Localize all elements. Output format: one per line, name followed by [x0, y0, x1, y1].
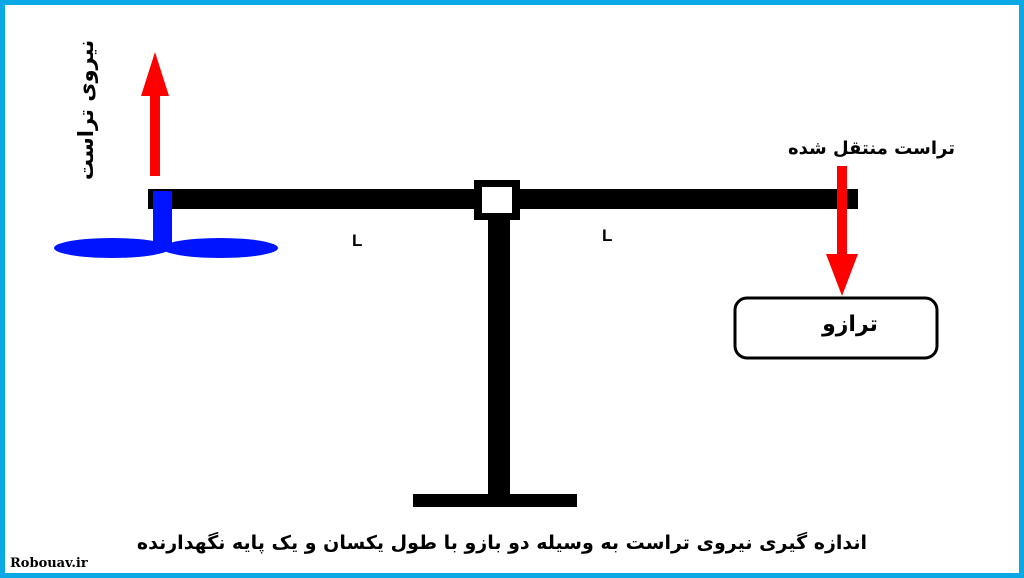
- propeller-shaft: [153, 207, 172, 245]
- transferred-thrust-arrow-down: [826, 166, 858, 296]
- thrust-arrow-up: [141, 52, 169, 176]
- scale-box: [733, 296, 939, 360]
- caption-text: اندازه گیری نیروی تراست به وسیله دو بازو…: [136, 532, 868, 554]
- propeller-icon: [54, 238, 278, 258]
- support-base: [413, 494, 577, 507]
- left-arm-length-label: L: [352, 231, 363, 250]
- thrust-label: نیروی تراست: [74, 39, 98, 181]
- transferred-thrust-label: تراست منتقل شده: [788, 138, 956, 159]
- support-column: [488, 218, 510, 500]
- right-arm-length-label: L: [602, 226, 613, 245]
- pivot-joint: [474, 180, 520, 220]
- site-watermark: Robouav.ir: [10, 556, 88, 571]
- scale-label: ترازو: [822, 312, 878, 337]
- propeller-mount: [153, 191, 172, 207]
- diagram-caption: اندازه گیری نیروی تراست به وسیله دو بازو…: [0, 532, 1024, 554]
